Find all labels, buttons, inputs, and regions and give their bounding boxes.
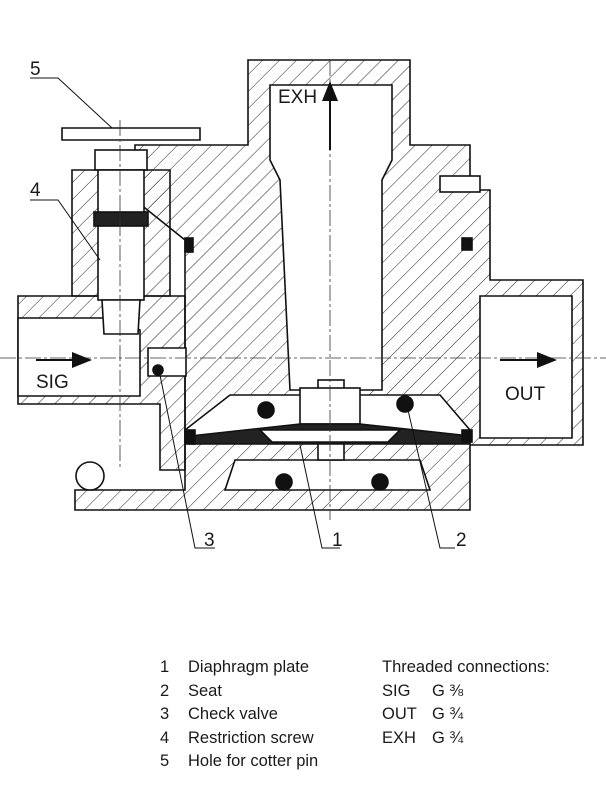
out-label: OUT xyxy=(505,384,546,405)
connections-title: Threaded connections: xyxy=(382,658,550,676)
callout-leaders xyxy=(30,77,455,549)
valve-body xyxy=(17,59,584,511)
callout-5: 5 xyxy=(30,59,41,80)
flow-arrows xyxy=(36,81,557,368)
callout-3: 3 xyxy=(204,530,215,551)
callout-1: 1 xyxy=(332,530,343,551)
callout-4: 4 xyxy=(30,180,41,201)
sig-label: SIG xyxy=(36,372,69,393)
callout-2: 2 xyxy=(456,530,467,551)
exh-label: EXH xyxy=(278,87,317,108)
